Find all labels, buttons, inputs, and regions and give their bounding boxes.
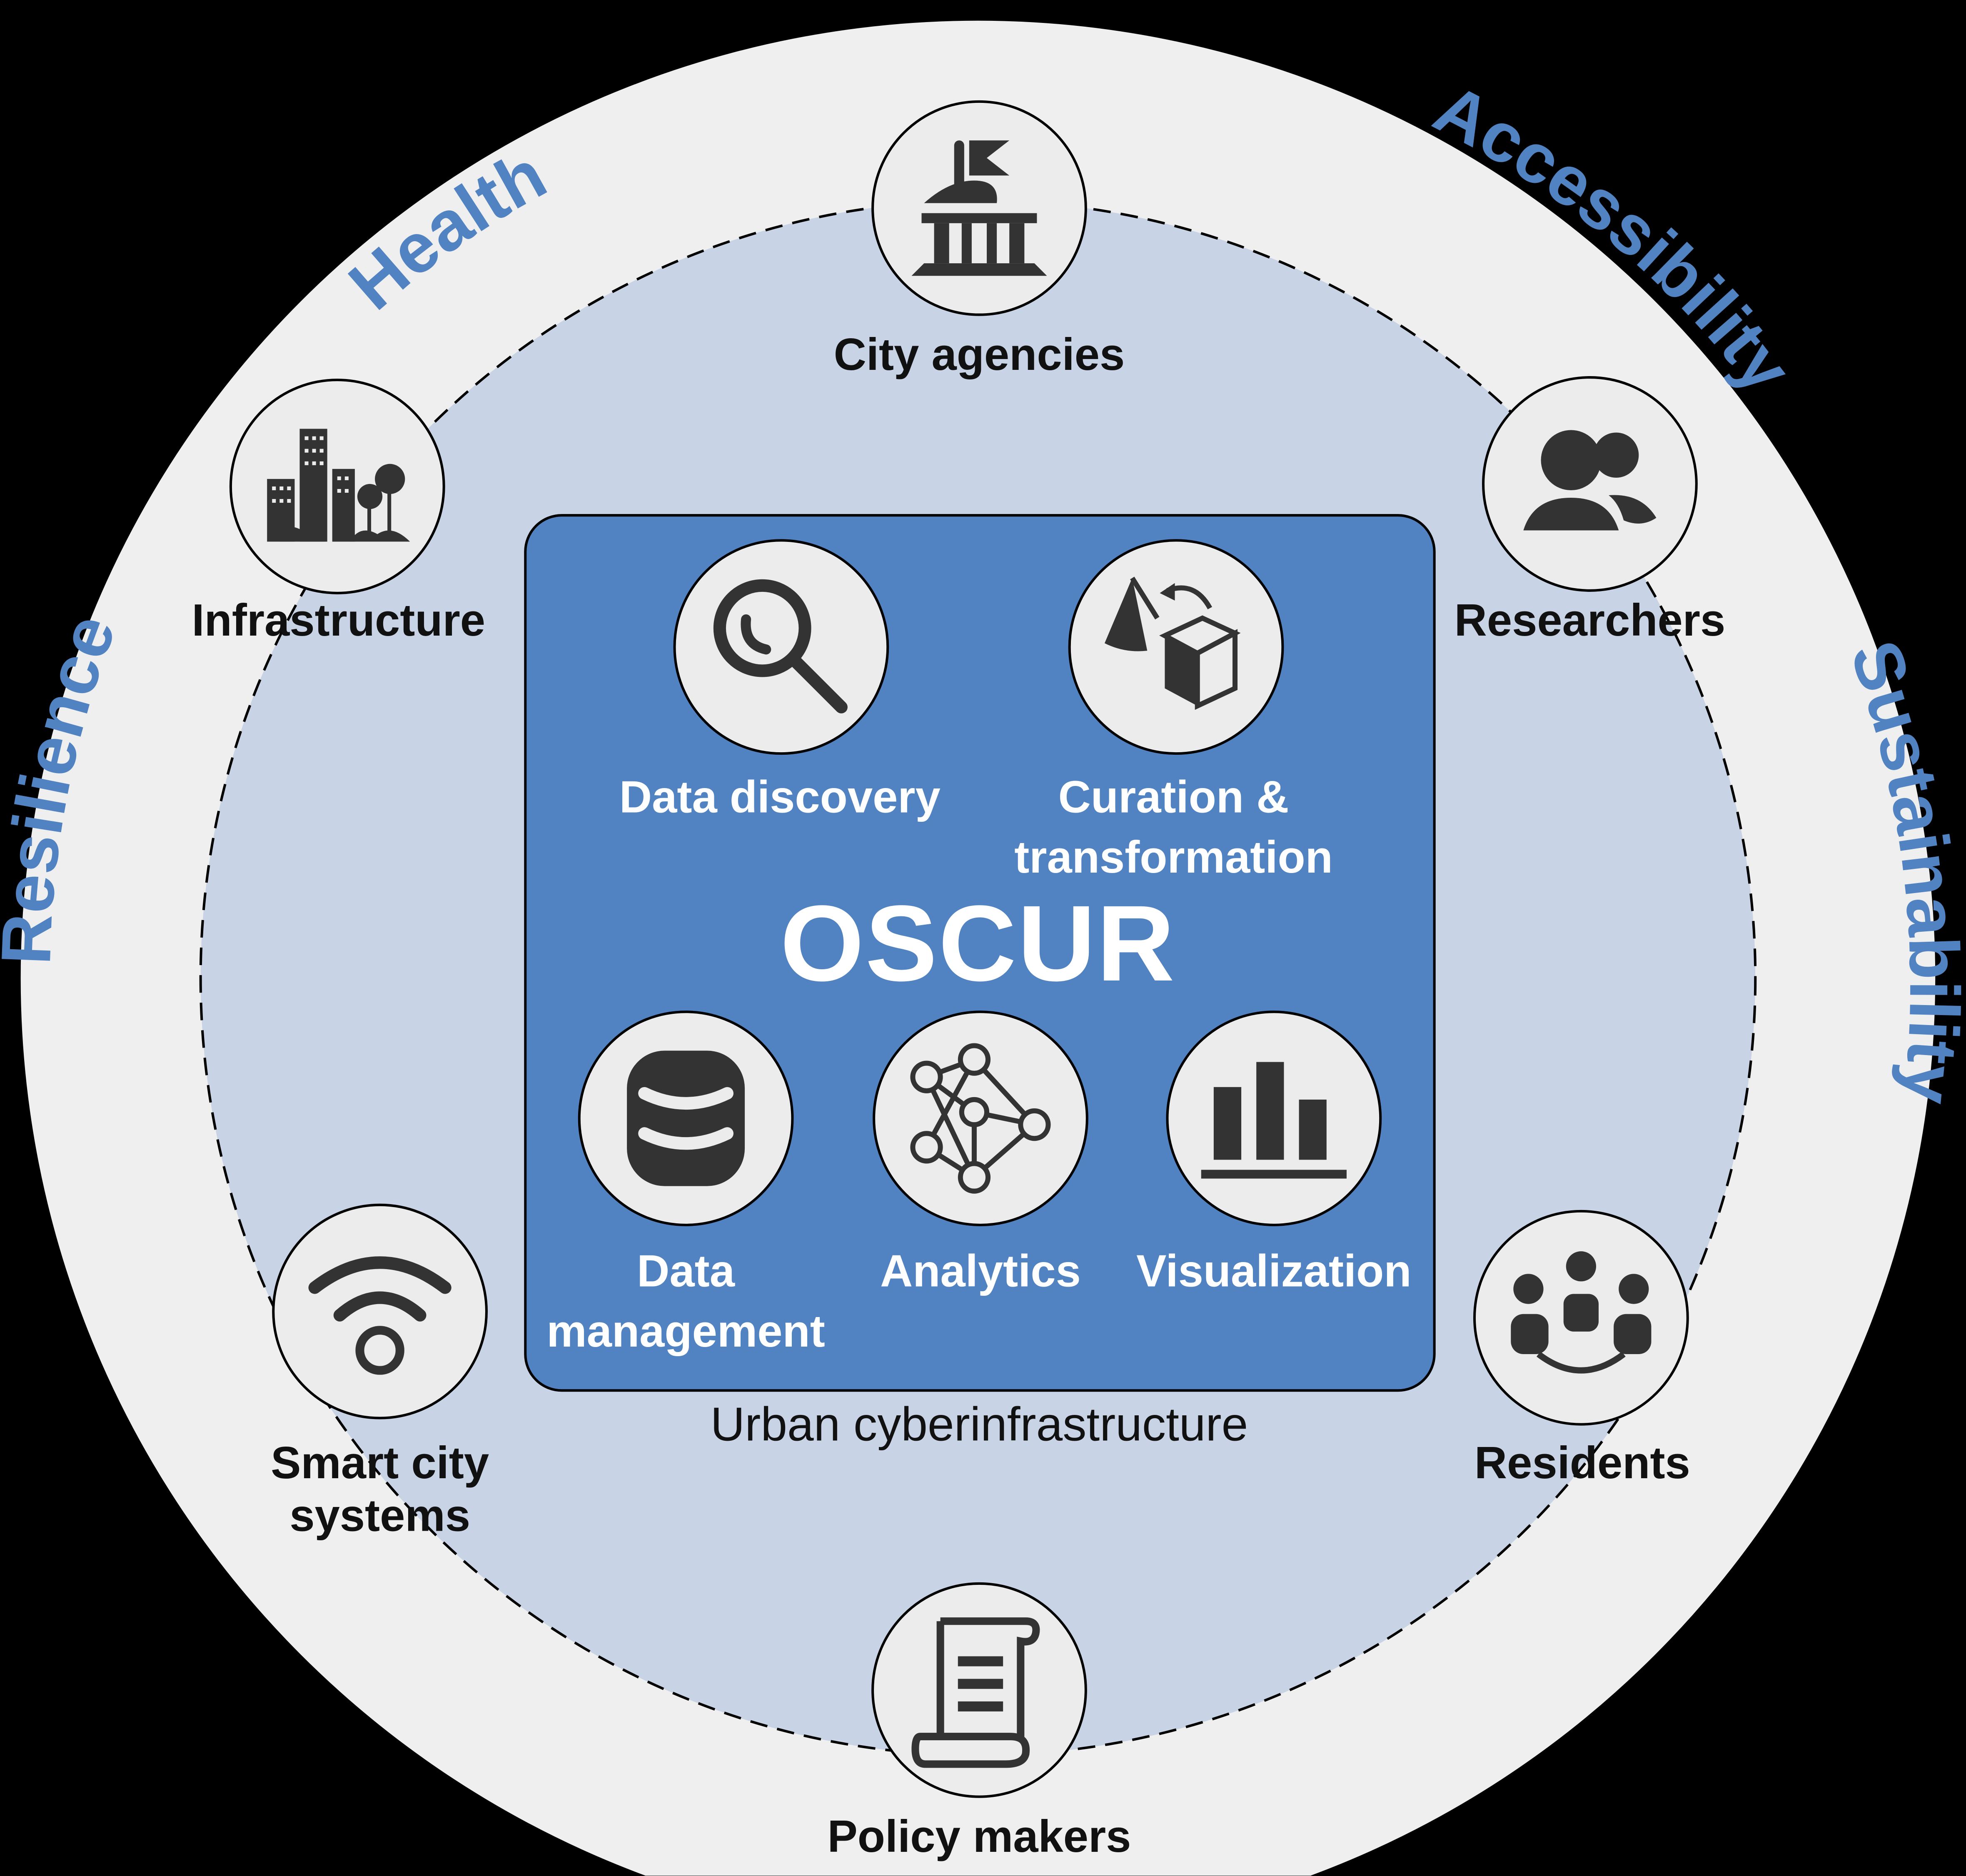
scroll-document-icon <box>911 1617 1040 1768</box>
curation-transformation-label: Curation & transformation <box>1014 771 1333 883</box>
analytics-node[interactable] <box>873 1010 1088 1226</box>
visualization-node[interactable] <box>1166 1010 1382 1226</box>
researchers-node[interactable] <box>1482 376 1698 592</box>
bar-chart-icon <box>1201 1062 1347 1179</box>
smart-city-systems-node[interactable] <box>272 1203 488 1419</box>
curation-transformation-node[interactable] <box>1068 539 1284 755</box>
residents-node[interactable] <box>1473 1210 1689 1426</box>
analytics-label: Analytics <box>880 1245 1081 1297</box>
city-buildings-icon <box>267 429 410 542</box>
smart-city-systems-label: Smart city systems <box>271 1437 489 1541</box>
city-agencies-label: City agencies <box>833 328 1125 380</box>
government-building-icon <box>911 140 1047 276</box>
data-discovery-label: Data discovery <box>619 771 941 823</box>
city-agencies-node[interactable] <box>871 100 1087 316</box>
visualization-label: Visualization <box>1136 1245 1412 1297</box>
outer-ring-border <box>17 17 1939 1876</box>
database-icon <box>627 1050 745 1186</box>
researchers-label: Researchers <box>1454 594 1726 646</box>
shapes-transform-icon <box>1104 576 1241 710</box>
data-management-label: Data management <box>546 1245 825 1357</box>
people-group-icon <box>1523 430 1657 531</box>
network-graph-icon <box>910 1043 1051 1194</box>
wifi-sensor-icon <box>308 1256 452 1375</box>
magnifier-icon <box>713 579 848 713</box>
policy-makers-label: Policy makers <box>827 1810 1131 1862</box>
data-discovery-node[interactable] <box>673 539 889 755</box>
infrastructure-label: Infrastructure <box>192 594 486 646</box>
infrastructure-node[interactable] <box>229 379 445 594</box>
oscur-title: OSCUR <box>780 884 1176 1005</box>
residents-label: Residents <box>1474 1437 1690 1489</box>
data-management-node[interactable] <box>578 1010 794 1226</box>
community-icon <box>1511 1251 1652 1374</box>
urban-cyberinfrastructure-caption: Urban cyberinfrastructure <box>710 1399 1248 1452</box>
policy-makers-node[interactable] <box>871 1582 1087 1798</box>
